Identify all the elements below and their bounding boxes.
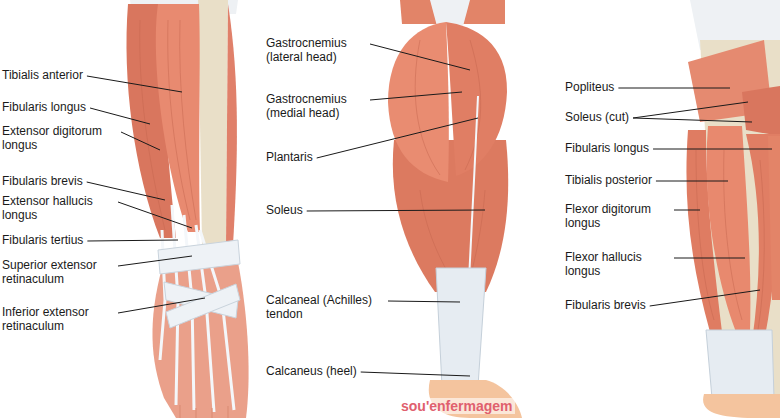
leader-line: [388, 301, 460, 302]
anterior-leg: [126, 0, 248, 418]
posterior-leg: [388, 0, 522, 418]
leader-line: [650, 290, 760, 306]
leader-line: [87, 76, 182, 92]
muscle-label: Plantaris: [266, 150, 313, 164]
muscle-label: Flexor hallucis longus: [565, 250, 670, 278]
illustration-part: [180, 405, 228, 418]
leader-line: [87, 240, 178, 241]
illustration-part: [706, 330, 774, 398]
illustration-part: [158, 240, 240, 274]
muscle-label: Extensor hallucis longus: [2, 194, 114, 222]
leader-line: [121, 132, 160, 150]
illustration-part: [388, 22, 449, 182]
muscle-label: Soleus: [266, 203, 303, 217]
leader-line: [87, 182, 165, 200]
muscle-label: Extensor digitorum longus: [2, 124, 117, 152]
muscle-label: Popliteus: [565, 80, 614, 94]
deep-posterior-leg: [686, 0, 780, 418]
watermark: sou'enfermagem: [398, 398, 515, 414]
muscle-label: Calcaneus (heel): [266, 364, 357, 378]
leader-line: [656, 181, 728, 182]
leader-line: [361, 372, 470, 376]
illustration-part: [746, 134, 780, 342]
muscle-label: Fibularis brevis: [565, 298, 646, 312]
muscle-label: Calcaneal (Achilles) tendon: [266, 293, 384, 321]
illustration-part: [436, 268, 486, 386]
leader-line: [618, 88, 730, 89]
illustration-part: [226, 4, 237, 245]
illustration-part: [152, 262, 248, 418]
muscle-label: Fibularis brevis: [2, 174, 83, 188]
muscle-label: Tibialis anterior: [2, 68, 83, 82]
leader-line: [674, 258, 745, 259]
illustration-part: [140, 20, 196, 230]
leader-line: [633, 102, 748, 118]
leader-line: [370, 92, 462, 100]
leader-line: [370, 44, 470, 70]
muscle-label: Gastrocnemius (medial head): [266, 92, 366, 120]
leader-line: [317, 118, 478, 158]
leader-line: [674, 210, 700, 211]
muscle-label: Gastrocnemius (lateral head): [266, 36, 366, 64]
leader-line: [118, 256, 192, 266]
illustration-part: [446, 22, 507, 176]
leader-line: [118, 202, 192, 228]
leader-line: [633, 118, 752, 122]
illustration-part: [703, 394, 780, 418]
leader-line: [653, 149, 772, 150]
illustration-part: [742, 86, 780, 136]
leader-line: [118, 298, 205, 313]
illustration-part: [198, 0, 228, 245]
illustration-part: [768, 136, 780, 300]
muscle-label: Fibularis longus: [565, 141, 649, 155]
muscle-label: Fibularis longus: [2, 100, 86, 114]
muscle-label: Flexor digitorum longus: [565, 202, 670, 230]
muscle-label: Inferior extensor retinaculum: [2, 305, 114, 333]
muscle-label: Tibialis posterior: [565, 173, 652, 187]
illustration-part: [166, 284, 240, 328]
leader-line: [90, 108, 150, 124]
illustration-part: [696, 150, 764, 330]
illustration-part: [707, 126, 751, 332]
muscle-label: Superior extensor retinaculum: [2, 258, 114, 286]
muscle-label: Soleus (cut): [565, 110, 629, 124]
illustration-part: [156, 4, 200, 232]
leader-line: [307, 210, 485, 211]
muscle-label: Fibularis tertius: [2, 233, 83, 247]
